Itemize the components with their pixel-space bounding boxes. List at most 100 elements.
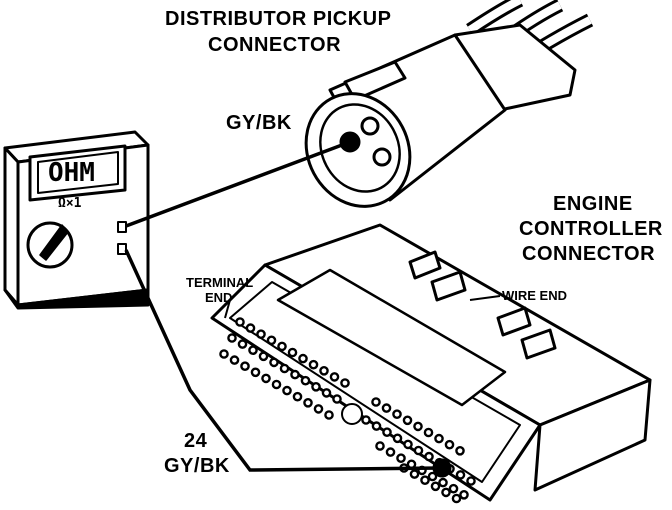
controller-pin: [308, 359, 319, 370]
controller-pin: [448, 483, 459, 494]
controller-pin: [298, 353, 308, 364]
controller-pin: [392, 433, 403, 444]
controller-pin: [423, 427, 434, 438]
distributor-pin: [360, 116, 380, 136]
controller-pin: [413, 445, 424, 456]
controller-pin: [427, 471, 438, 482]
controller-pin: [300, 375, 311, 386]
controller-pin: [459, 489, 469, 500]
terminal-end-label-line1: TERMINAL: [186, 275, 254, 290]
engine-label-line2: CONTROLLER: [519, 218, 663, 240]
controller-pin: [329, 372, 340, 382]
controller-pin: [332, 394, 342, 404]
controller-pin: [219, 349, 229, 359]
wire-end-leader: [469, 295, 501, 301]
controller-rib: [430, 270, 467, 302]
controller-pin: [409, 469, 420, 479]
controller-pin: [434, 433, 444, 444]
test-lead-lower: [124, 249, 443, 472]
test-lead-upper: [125, 140, 351, 228]
distributor-connector: [304, 0, 594, 208]
distributor-pin: [372, 147, 392, 167]
controller-pin: [277, 341, 287, 352]
controller-pin: [430, 481, 441, 492]
controller-pin: [279, 363, 290, 374]
controller-pin: [466, 476, 476, 486]
ohmmeter-jack: [117, 243, 127, 255]
controller-pin: [229, 355, 240, 365]
controller-pin: [371, 397, 381, 407]
controller-pin: [392, 409, 402, 420]
controller-pin: [313, 404, 324, 414]
ohmmeter-jack: [117, 221, 127, 233]
controller-pin: [340, 378, 350, 388]
controller-pin: [240, 361, 250, 372]
controller-pin: [227, 333, 237, 343]
controller-pin: [235, 317, 245, 327]
controller-pin: [290, 369, 300, 380]
controller-rib: [520, 328, 557, 360]
controller-pin: [319, 365, 329, 376]
ohmmeter-range-label: Ω×1: [58, 196, 82, 211]
ohmmeter-display-inner: [37, 151, 119, 194]
controller-pin: [292, 391, 303, 402]
controller-pin: [258, 351, 269, 362]
controller-pin: [271, 379, 282, 390]
controller-pin: [420, 475, 430, 486]
controller-pin: [303, 397, 313, 408]
terminal-end-label-line2: END: [205, 290, 233, 305]
pin-number-label: 24: [184, 430, 208, 452]
controller-pin: [250, 367, 261, 378]
controller-rib: [496, 306, 532, 337]
ohmmeter-front: [3, 146, 20, 307]
controller-pin: [361, 415, 371, 425]
controller-pin: [324, 410, 334, 420]
engine-label-line1: ENGINE: [553, 193, 633, 215]
wire-label-gybk-bottom: GY/BK: [164, 455, 230, 477]
distributor-label-line2: CONNECTOR: [208, 34, 342, 56]
controller-pin: [451, 493, 462, 504]
controller-pin: [382, 427, 392, 438]
ohmmeter-display-text: OHM: [48, 158, 95, 188]
controller-pin: [381, 403, 392, 413]
controller-pin: [385, 447, 396, 457]
controller-pin: [441, 487, 451, 498]
controller-pin: [413, 421, 423, 432]
controller-pin: [455, 470, 466, 480]
engine-controller-connector: [210, 223, 652, 504]
controller-pin: [311, 381, 321, 392]
controller-pin: [402, 415, 413, 426]
controller-key: [341, 403, 363, 425]
controller-pin: [424, 451, 434, 462]
terminal-leader: [224, 299, 231, 319]
controller-pin: [261, 373, 271, 384]
controller-pin: [371, 421, 382, 431]
controller-pin: [256, 329, 266, 340]
controller-pin: [245, 323, 256, 333]
controller-pin: [403, 439, 413, 450]
controller-face-rim: [229, 281, 521, 483]
controller-pin: [266, 335, 277, 346]
wire-label-gybk-top: GY/BK: [226, 112, 292, 134]
distributor-label-line1: DISTRIBUTOR PICKUP: [165, 8, 392, 30]
ohmmeter-dial-knob: [39, 224, 69, 261]
wire-end-label: WIRE END: [502, 288, 567, 303]
controller-window: [276, 268, 507, 407]
controller-pin: [438, 477, 448, 488]
controller-rib: [408, 250, 442, 280]
controller-pin: [396, 453, 406, 464]
distributor-wire: [467, 0, 522, 34]
controller-pin: [444, 439, 455, 450]
controller-side: [533, 378, 652, 492]
distributor-face-inner: [319, 103, 401, 193]
controller-pin: [321, 388, 332, 398]
controller-pin: [237, 339, 248, 349]
controller-pin: [375, 441, 385, 451]
ohmmeter: [3, 130, 150, 310]
controller-pin: [455, 445, 465, 456]
controller-pin: [282, 385, 292, 396]
controller-pin: [287, 347, 298, 358]
controller-pin: [269, 357, 279, 368]
engine-label-line3: CONNECTOR: [522, 243, 656, 265]
